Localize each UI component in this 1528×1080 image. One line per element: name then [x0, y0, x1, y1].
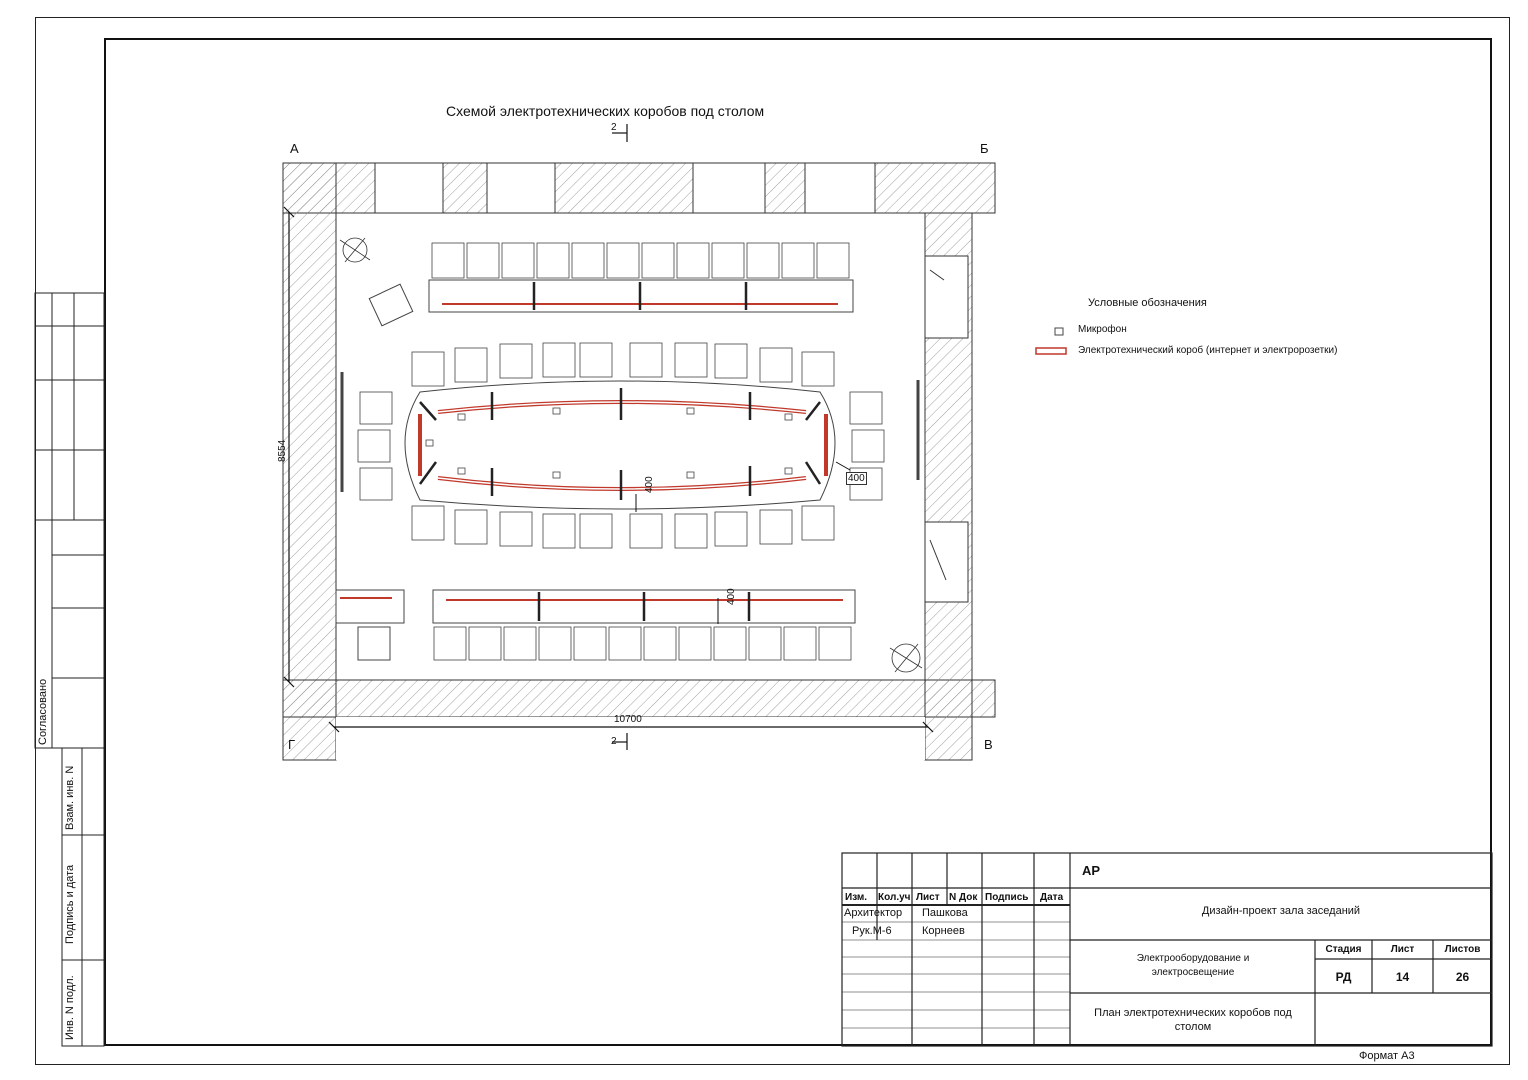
dim-gap-2: 400 — [846, 472, 867, 485]
dim-gap-3: 400 — [726, 588, 737, 605]
dimension-lines — [283, 124, 934, 750]
section-mark-top: 2 — [611, 122, 617, 133]
duct-legend-icon — [1035, 347, 1067, 355]
name-architect: Пашкова — [922, 907, 968, 919]
sheets-value: 26 — [1455, 970, 1470, 984]
sign-date-label: Подпись и дата — [64, 864, 76, 944]
doc-code: АР — [1082, 863, 1101, 878]
axis-a: А — [290, 141, 299, 156]
section-mark-bottom: 2 — [611, 736, 617, 747]
drawing-frame — [104, 38, 1492, 1046]
axis-v: В — [984, 737, 993, 752]
left-strip-upper — [34, 292, 105, 749]
stage-value: РД — [1335, 970, 1352, 984]
conference-table — [404, 380, 836, 510]
legend-title: Условные обозначения — [1088, 297, 1207, 309]
dim-gap-1: 400 — [644, 476, 655, 493]
armchair — [368, 283, 414, 327]
name-head: Корнеев — [922, 925, 965, 937]
left-strip-lower — [61, 747, 105, 1047]
sheets-label: Листов — [1444, 944, 1481, 955]
col-sign: Подпись — [985, 892, 1029, 903]
col-izm: Изм. — [845, 892, 868, 903]
sheet-value: 14 — [1395, 970, 1410, 984]
role-head: Рук.М-6 — [852, 925, 892, 937]
upper-chairs — [431, 242, 850, 279]
section-name: Электрооборудование и электросвещение — [1136, 953, 1250, 978]
plant-icon — [339, 237, 923, 673]
axis-g: Г — [288, 737, 296, 752]
microphone-legend-icon — [1054, 327, 1064, 336]
dim-height: 8554 — [277, 439, 288, 462]
sheet-title: План электротехнических коробов под стол… — [1094, 1007, 1292, 1033]
side-table — [335, 589, 405, 624]
lower-chairs — [433, 626, 852, 661]
project-name: Дизайн-проект зала заседаний — [1201, 905, 1361, 917]
format-label: Формат А3 — [1359, 1050, 1415, 1062]
col-list: Лист — [916, 892, 940, 903]
inv-orig-label: Инв. N подл. — [64, 975, 76, 1040]
role-architect: Архитектор — [844, 907, 903, 919]
drawing-title: Схемой электротехнических коробов под ст… — [446, 103, 765, 119]
col-doc: N Док — [949, 892, 978, 903]
conference-chairs — [357, 342, 885, 549]
stage-label: Стадия — [1325, 944, 1362, 955]
col-date: Дата — [1040, 892, 1064, 903]
col-kol: Кол.уч — [878, 892, 911, 903]
legend-duct: Электротехнический короб (интернет и эле… — [1078, 345, 1338, 356]
axis-b: Б — [980, 141, 989, 156]
dim-width: 10700 — [614, 714, 642, 725]
sheet-label: Лист — [1390, 944, 1415, 955]
legend-microphone: Микрофон — [1078, 324, 1127, 335]
replaced-inv-label: Взам. инв. N — [64, 765, 76, 830]
title-block-grid — [841, 852, 1493, 1047]
agreed-label: Согласовано — [37, 678, 49, 745]
